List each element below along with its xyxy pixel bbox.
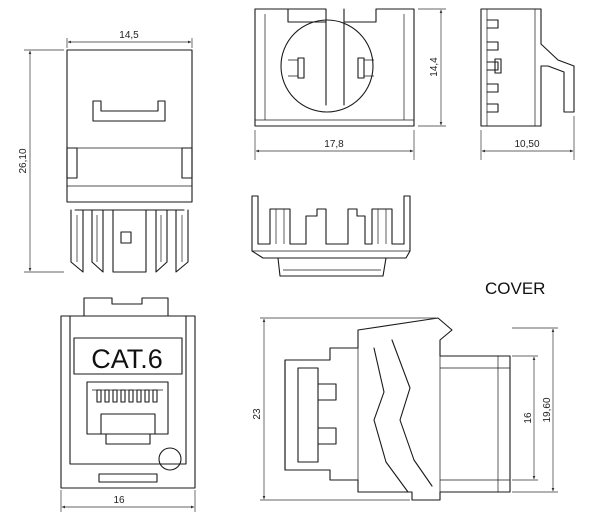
end-view: 17,8 14,4 <box>254 8 446 160</box>
dim-width-16: 16 <box>113 495 125 506</box>
dim-depth-10-50: 10,50 <box>514 139 539 150</box>
rj45-contacts <box>96 389 158 403</box>
dim-height-23: 23 <box>252 408 263 420</box>
cat6-label: CAT.6 <box>91 344 163 374</box>
dim-width-17-8: 17,8 <box>324 139 344 150</box>
dim-height-14-4: 14,4 <box>429 57 440 77</box>
front-view: 14,5 26,10 <box>18 30 193 273</box>
cover-view: COVER <box>251 195 545 298</box>
dim-height-26-10: 26,10 <box>18 148 29 173</box>
cat6-front-view: CAT.6 16 <box>60 297 196 512</box>
side-section-view: 23 16 19,60 <box>252 317 558 501</box>
dim-height-19-60: 19,60 <box>542 397 553 422</box>
cover-label: COVER <box>485 279 545 298</box>
side-view: 10,50 <box>480 8 575 160</box>
dim-width-14-5: 14,5 <box>119 30 139 41</box>
dim-height-16: 16 <box>523 412 534 424</box>
